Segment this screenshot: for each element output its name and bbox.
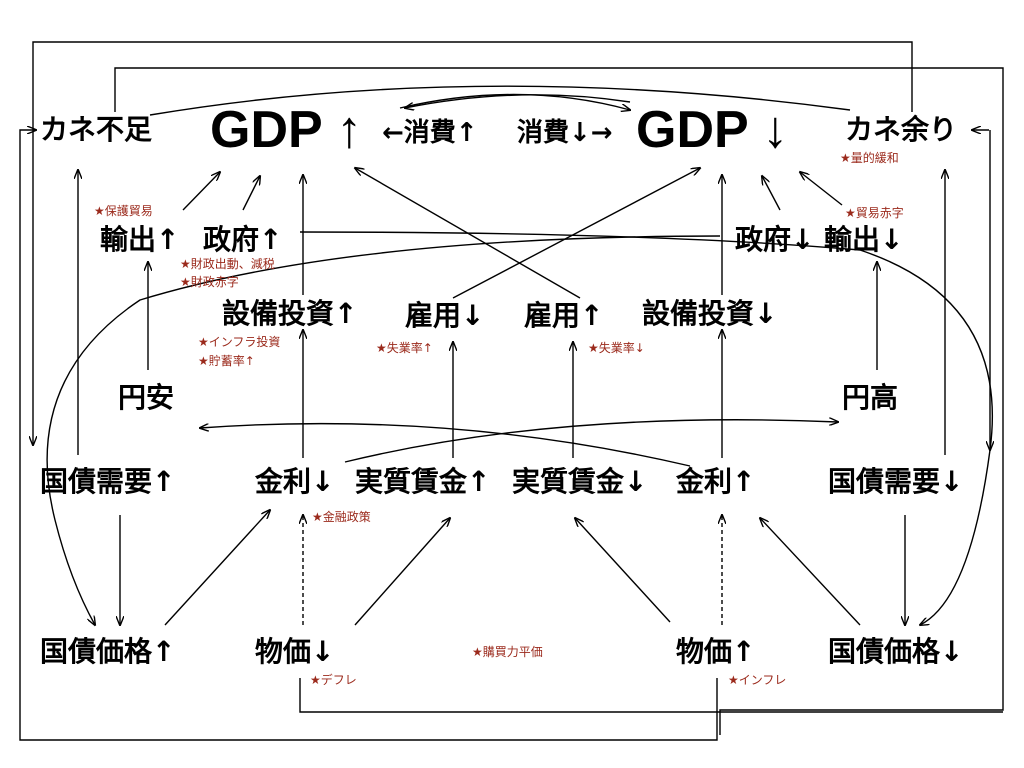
note-shitsugyo-up: ★失業率↑ xyxy=(376,341,433,355)
node-kokusai-kakaku-down: 国債価格↓ xyxy=(828,635,964,668)
node-kokusai-kakaku-up: 国債価格↑ xyxy=(40,635,176,668)
arc-shohi-back xyxy=(405,94,631,108)
arrow-kakaku-up-kinri xyxy=(164,510,270,626)
note-infura: ★インフラ投資 xyxy=(198,335,281,349)
node-jisshitsu-down: 実質賃金↓ xyxy=(512,465,648,498)
note-ryoteki-kanwa: ★量的緩和 xyxy=(840,151,899,165)
note-shitsugyo-down: ★失業率↓ xyxy=(588,341,645,355)
note-hogo-boeki: ★保護貿易 xyxy=(94,204,153,218)
big-arc-left xyxy=(46,235,721,625)
node-kinri-up: 金利↑ xyxy=(676,465,756,498)
arrow-kinri-up-enyasu xyxy=(200,422,691,467)
arc-kane-fusoku-to-kane-amari xyxy=(149,85,851,116)
node-enyasu: 円安 xyxy=(118,381,175,414)
note-infure: ★インフレ xyxy=(728,673,787,687)
big-arc xyxy=(299,231,994,625)
loop-bottom-right xyxy=(19,130,718,741)
node-koyo-down: 雇用↓ xyxy=(405,299,485,332)
note-defure: ★デフレ xyxy=(310,673,357,687)
node-seifu-up: 政府↑ xyxy=(203,223,283,256)
node-kane-fusoku: カネ不足 xyxy=(40,113,153,146)
note-zaisei-shutsudo: ★財政出動、減税 xyxy=(180,257,275,271)
node-jisshitsu-up: 実質賃金↑ xyxy=(355,465,491,498)
node-seifu-down: 政府↓ xyxy=(735,223,815,256)
loop-bottom-left xyxy=(299,678,1003,713)
node-setsubi-up: 設備投資↑ xyxy=(222,297,358,330)
node-bukka-up: 物価↑ xyxy=(676,635,756,668)
node-bukka-down: 物価↓ xyxy=(255,635,335,668)
note-boeki-akaji: ★貿易赤字 xyxy=(845,206,904,220)
node-kokusai-juyo-up: 国債需要↑ xyxy=(40,465,176,498)
arrow-koyo-up-gdp-up xyxy=(355,168,581,299)
arrow-kakaku-down-kinri xyxy=(760,518,861,626)
arrow-seifu-down-gdp xyxy=(762,176,781,211)
note-zaisei-akaji: ★財政赤字 xyxy=(180,275,239,289)
note-kobairyoku: ★購買力平価 xyxy=(472,645,543,659)
node-yushutsu-down: 輸出↓ xyxy=(824,223,904,256)
arrow-bukka-up-jisshitsu xyxy=(575,518,671,623)
node-koyo-up: 雇用↑ xyxy=(524,299,604,332)
arrow-bukka-down-jisshitsu xyxy=(354,518,450,626)
note-kinyu-seisaku: ★金融政策 xyxy=(312,510,371,524)
arrow-koyo-down-gdp-down xyxy=(452,168,700,299)
arrow-yushutsu-down-gdp xyxy=(800,172,843,206)
node-yushutsu-up: 輸出↑ xyxy=(100,223,180,256)
node-setsubi-down: 設備投資↓ xyxy=(642,297,778,330)
arrow-kinri-down-endaka xyxy=(344,420,838,463)
arrow-seifu-up-gdp xyxy=(242,176,260,211)
node-shohi-up: ←消費↑ xyxy=(382,118,478,148)
node-kane-amari: カネ余り xyxy=(845,113,958,146)
loop-outer-top xyxy=(33,41,913,445)
note-chochiku: ★貯蓄率↑ xyxy=(198,354,255,368)
node-kokusai-juyo-down: 国債需要↓ xyxy=(828,465,964,498)
node-gdp-down: GDP ↓ xyxy=(636,101,789,159)
arrow-yushutsu-up-gdp xyxy=(182,172,220,211)
node-kinri-down: 金利↓ xyxy=(255,465,335,498)
node-shohi-down: 消費↓→ xyxy=(517,118,613,148)
loop-inner-top xyxy=(114,67,1004,735)
node-endaka: 円高 xyxy=(842,381,899,414)
node-gdp-up: GDP ↑ xyxy=(210,101,363,159)
